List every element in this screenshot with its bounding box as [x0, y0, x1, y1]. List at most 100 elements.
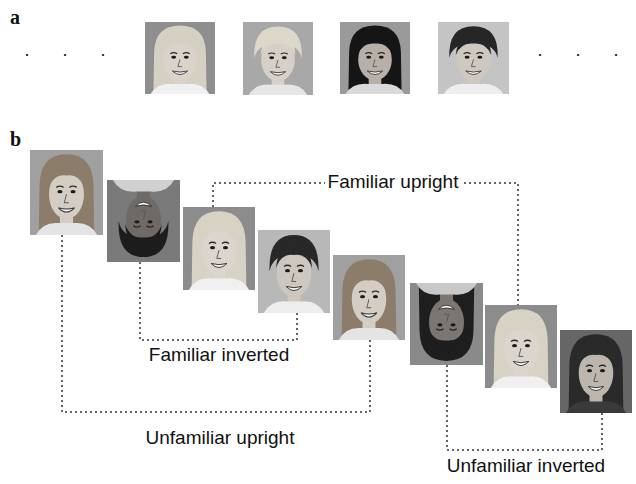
eye	[71, 190, 76, 193]
eye	[379, 56, 384, 59]
eye	[437, 323, 442, 326]
photo-ground	[485, 305, 557, 388]
hair	[153, 26, 206, 94]
smile	[58, 208, 74, 212]
photo-ground	[340, 22, 410, 94]
nose	[471, 59, 475, 66]
nose	[373, 59, 377, 66]
face-photo	[258, 230, 330, 313]
ellipsis-dots: . . .	[537, 40, 632, 60]
photo-ground	[107, 180, 180, 262]
hair	[419, 283, 474, 361]
shirt	[566, 401, 626, 413]
face-photo	[243, 22, 313, 95]
hair	[192, 211, 247, 290]
eye	[298, 269, 303, 272]
fringe	[201, 223, 237, 246]
face-photo	[333, 255, 405, 340]
eye	[525, 344, 530, 347]
photo-ground	[333, 255, 405, 340]
eye	[512, 344, 517, 347]
eye	[184, 56, 189, 59]
eyebrows	[170, 53, 190, 54]
face-photo	[183, 207, 255, 290]
nose	[292, 273, 296, 281]
hair	[569, 334, 624, 413]
shirt	[491, 376, 551, 388]
shirt	[264, 301, 324, 313]
eyebrows	[365, 53, 385, 54]
fringe	[163, 36, 198, 56]
shirt	[346, 84, 405, 94]
photo-ground	[560, 330, 632, 413]
shirt	[249, 85, 308, 95]
photo-ground	[30, 150, 103, 235]
nose	[141, 211, 145, 219]
dotted-bracket	[447, 365, 602, 450]
fringe	[351, 271, 387, 294]
fringe	[428, 327, 465, 349]
shirt	[416, 283, 477, 295]
smile	[270, 72, 285, 76]
eye	[282, 56, 287, 59]
eye	[223, 246, 228, 249]
eye	[373, 295, 378, 298]
smile	[361, 313, 377, 317]
smile	[211, 263, 227, 267]
nose	[276, 60, 280, 67]
photo-ground	[438, 22, 509, 94]
photo-ground	[183, 207, 255, 290]
ellipsis-dots: . . .	[24, 40, 119, 60]
dotted-bracket	[62, 235, 370, 412]
shirt	[151, 84, 210, 94]
eyebrows	[268, 53, 288, 54]
eye	[269, 56, 274, 59]
nose	[178, 59, 182, 66]
face-photo	[30, 150, 103, 235]
eyebrows	[209, 242, 229, 243]
eyebrows	[56, 186, 76, 187]
panel-letter-holder: a	[10, 6, 20, 29]
eye	[600, 369, 605, 372]
face-photo	[107, 180, 180, 262]
panel-letter: a	[10, 6, 20, 28]
eyebrows	[284, 265, 304, 266]
smile	[513, 361, 529, 365]
eyebrows	[511, 340, 531, 341]
condition-label-holder: Familiar upright	[325, 171, 462, 193]
eye	[285, 269, 290, 272]
ellipsis-dots-holder: . . .	[24, 40, 119, 61]
eyebrows	[586, 365, 606, 366]
condition-label: Unfamiliar inverted	[444, 455, 608, 476]
eyebrows	[436, 329, 456, 330]
hair	[348, 26, 401, 94]
face-photo	[145, 22, 215, 94]
eye	[477, 56, 482, 59]
eye	[366, 56, 371, 59]
condition-label: Familiar upright	[325, 171, 462, 192]
eye	[171, 56, 176, 59]
fringe	[261, 36, 296, 56]
ellipsis-dots-holder: . . .	[537, 40, 632, 61]
fringe	[125, 224, 162, 246]
eye	[148, 220, 153, 223]
eye	[210, 246, 215, 249]
nose	[64, 194, 68, 203]
dotted-bracket	[140, 262, 297, 340]
eye	[587, 369, 592, 372]
face-photo	[560, 330, 632, 413]
nose	[444, 314, 448, 322]
hair	[342, 259, 397, 340]
panel-letter: b	[10, 128, 21, 150]
fringe	[456, 36, 492, 56]
eyebrows	[464, 53, 484, 54]
condition-label-holder: Unfamiliar upright	[143, 427, 298, 449]
eyebrows	[359, 291, 379, 292]
smile	[286, 286, 302, 290]
photo-ground	[258, 230, 330, 313]
fringe	[48, 166, 85, 189]
smile	[367, 71, 382, 75]
shirt	[444, 84, 504, 94]
